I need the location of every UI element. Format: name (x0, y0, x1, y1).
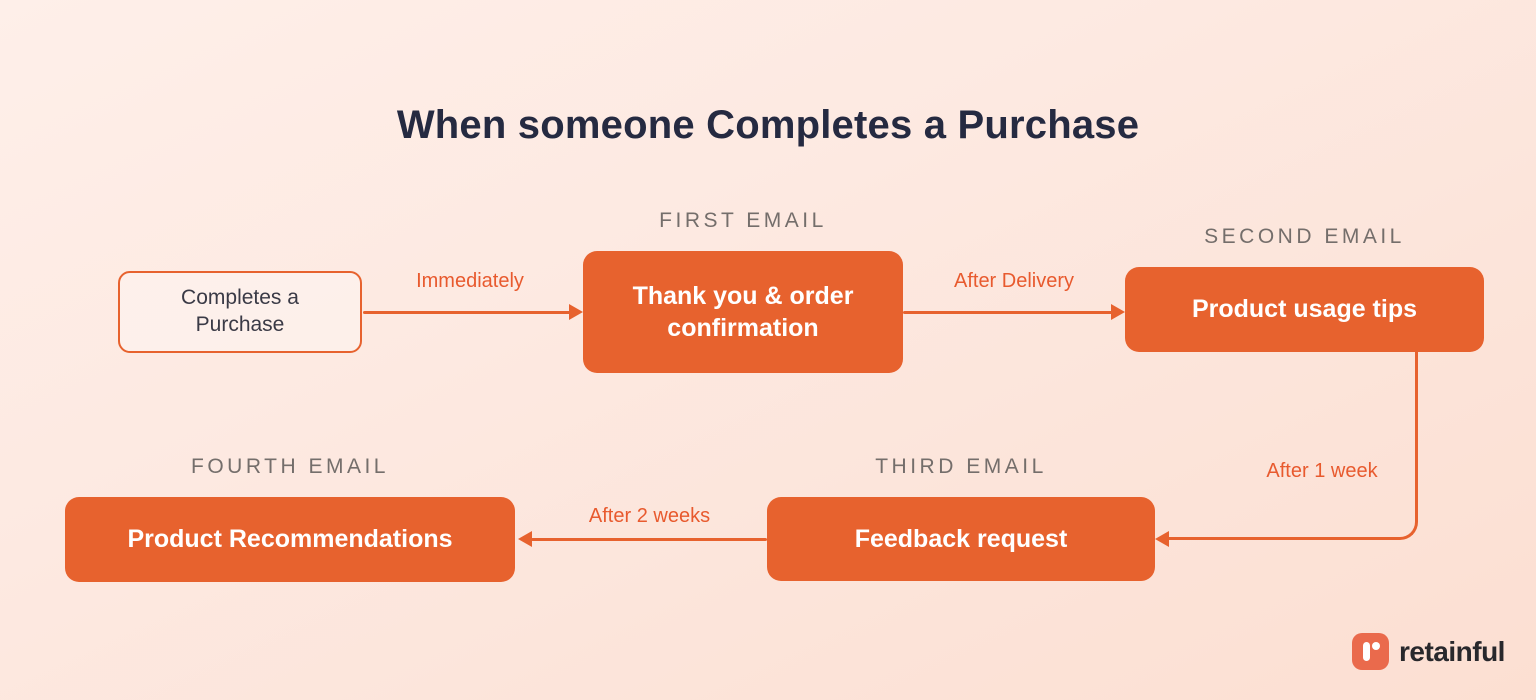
delay-label-after-1-week: After 1 week (1266, 460, 1378, 482)
connector-trigger-to-first (363, 311, 571, 314)
email-node-fourth-label: Product Recommendations (127, 525, 453, 554)
email-node-fourth: Product Recommendations (65, 497, 515, 582)
connector-second-to-third-elbow (1160, 352, 1418, 540)
brand-logo: retainful (1352, 633, 1505, 670)
delay-label-immediately: Immediately (416, 270, 524, 292)
arrowhead-right-icon (569, 304, 583, 320)
email-node-second-label: Product usage tips (1191, 295, 1418, 324)
arrowhead-left-icon (1155, 531, 1169, 547)
email-node-second: Product usage tips (1125, 267, 1484, 352)
arrowhead-left-icon (518, 531, 532, 547)
page-title: When someone Completes a Purchase (396, 103, 1140, 147)
arrowhead-right-icon (1111, 304, 1125, 320)
connector-first-to-second (903, 311, 1113, 314)
stage-tag-fourth-email: FOURTH EMAIL (191, 455, 389, 478)
delay-label-after-2-weeks: After 2 weeks (588, 505, 711, 527)
email-node-first-label: Thank you & order confirmation (632, 281, 854, 343)
stage-tag-third-email: THIRD EMAIL (875, 455, 1047, 478)
trigger-label: Completes a Purchase (181, 286, 299, 336)
email-node-third-label: Feedback request (854, 524, 1068, 553)
email-node-third: Feedback request (767, 497, 1155, 581)
trigger-node: Completes a Purchase (118, 271, 362, 353)
logo-r-dot (1372, 642, 1380, 650)
delay-label-after-delivery: After Delivery (953, 270, 1075, 292)
stage-tag-second-email: SECOND EMAIL (1204, 225, 1405, 248)
connector-third-to-fourth (531, 538, 767, 541)
retainful-logo-icon (1352, 633, 1389, 670)
logo-r-bar (1363, 642, 1370, 661)
stage-tag-first-email: FIRST EMAIL (659, 209, 827, 232)
brand-name: retainful (1399, 635, 1505, 667)
email-node-first: Thank you & order confirmation (583, 251, 903, 373)
